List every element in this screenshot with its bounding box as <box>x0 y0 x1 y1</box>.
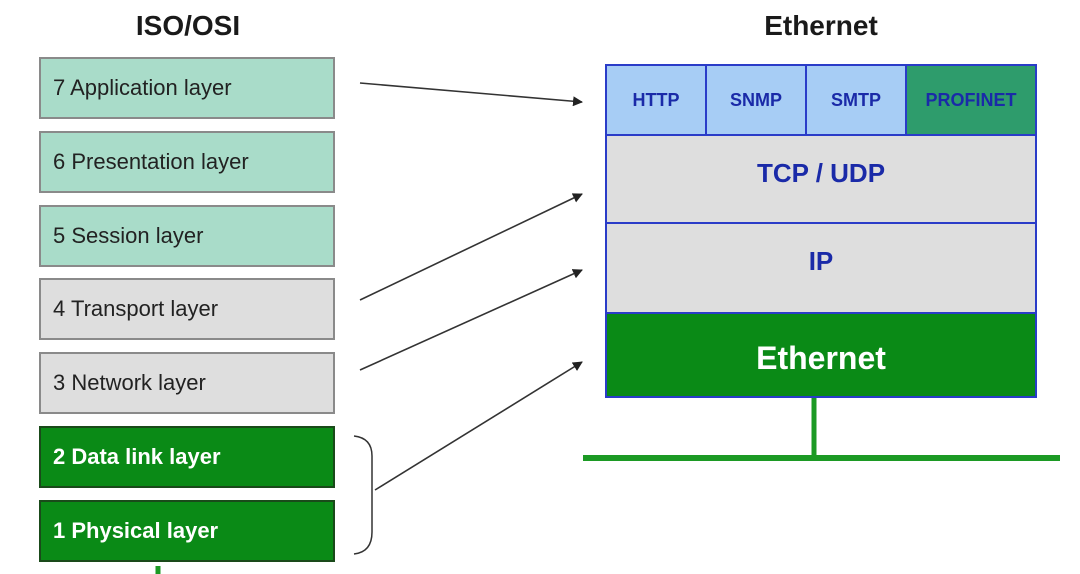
protocol-smtp: SMTP <box>807 66 907 136</box>
arrow-application-to-protocols <box>359 82 583 107</box>
transport-band: TCP / UDP <box>607 136 1035 224</box>
network-band: IP <box>607 224 1035 314</box>
osi-layer-4: 4 Transport layer <box>39 278 335 340</box>
protocol-profinet: PROFINET <box>907 66 1035 136</box>
link-band: Ethernet <box>607 314 1035 396</box>
protocol-row: HTTP SNMP SMTP PROFINET <box>607 66 1035 136</box>
osi-layer-7: 7 Application layer <box>39 57 335 119</box>
protocol-snmp: SNMP <box>707 66 807 136</box>
arrow-network-to-ip <box>359 269 583 371</box>
ethernet-stack: HTTP SNMP SMTP PROFINET TCP / UDP IP Eth… <box>605 64 1037 398</box>
osi-layer-2: 2 Data link layer <box>39 426 335 488</box>
osi-layer-6: 6 Presentation layer <box>39 131 335 193</box>
osi-layer-5: 5 Session layer <box>39 205 335 267</box>
osi-layer-3: 3 Network layer <box>39 352 335 414</box>
osi-title: ISO/OSI <box>135 10 241 41</box>
protocol-http: HTTP <box>607 66 707 136</box>
arrow-transport-to-tcp <box>359 193 583 301</box>
osi-layer-1: 1 Physical layer <box>39 500 335 562</box>
lower-layers-brace <box>353 435 373 555</box>
arrow-datalink-to-ethernet <box>374 361 583 491</box>
ethernet-title: Ethernet <box>764 10 878 41</box>
